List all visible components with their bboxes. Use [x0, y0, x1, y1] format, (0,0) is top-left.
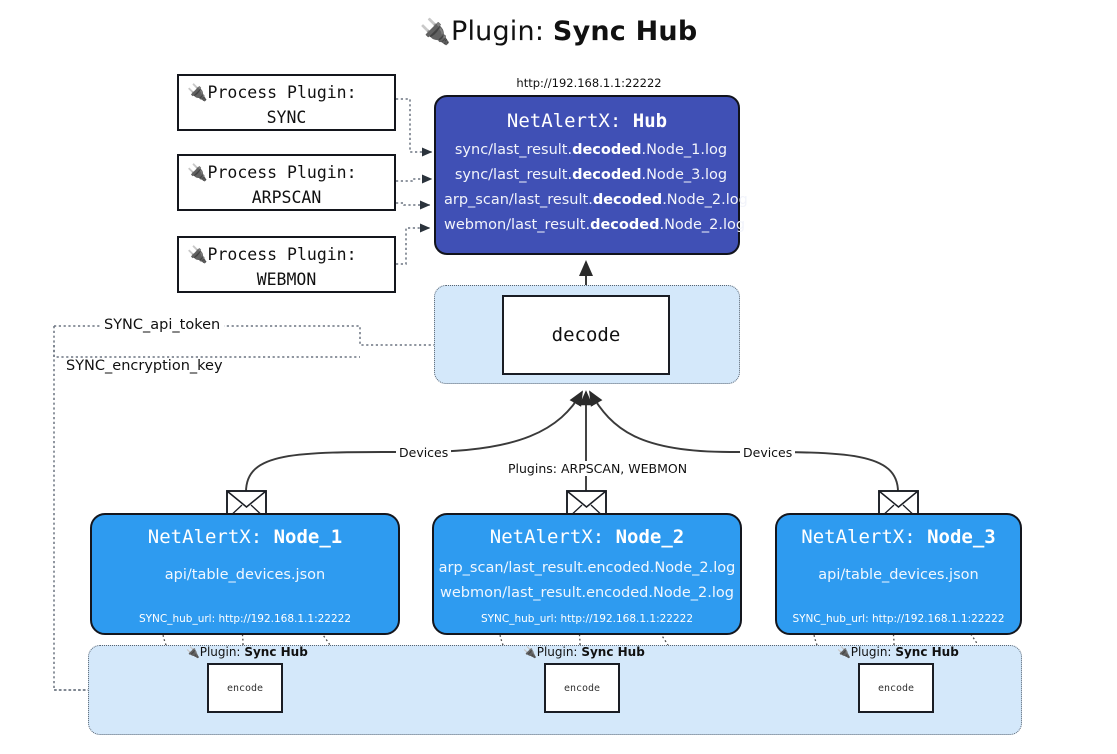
node-2-title-prefix: NetAlertX: [489, 526, 605, 548]
node-1-title: NetAlertX: Node_1 [92, 526, 398, 548]
node-2-file-2: webmon/last_result.encoded.Node_2.log [439, 585, 734, 601]
hub-file-1-post: .Node_1.log [641, 142, 728, 158]
plug-icon-enc-3: 🔌 [837, 646, 851, 659]
hub-file-2: sync/last_result.decoded.Node_3.log [444, 167, 738, 183]
node-3-title-name: Node_3 [927, 526, 996, 548]
hub-title: NetAlertX: Hub [436, 110, 738, 132]
process-plugin-arpscan[interactable]: 🔌Process Plugin: ARPSCAN [177, 154, 396, 211]
node-2-title-name: Node_2 [615, 526, 685, 548]
hub-box[interactable]: NetAlertX: Hub sync/last_result.decoded.… [434, 95, 748, 255]
encode-plugin-label-2: 🔌Plugin: Sync Hub [523, 645, 645, 659]
hub-file-3-mid: decoded [592, 192, 663, 208]
encode-plugin-3-prefix: Plugin: [850, 645, 892, 659]
encode-box-2[interactable]: encode [544, 663, 620, 713]
edge-label-center-plugins: Plugins: ARPSCAN, WEBMON [505, 461, 691, 476]
hub-file-4-pre: webmon/last_result. [444, 217, 591, 233]
process-plugin-webmon[interactable]: 🔌Process Plugin: WEBMON [177, 236, 396, 293]
edge-label-right-devices: Devices [740, 445, 796, 460]
hub-file-1: sync/last_result.decoded.Node_1.log [444, 142, 738, 158]
hub-file-3-post: .Node_2.log [662, 192, 748, 208]
node-box-1[interactable]: NetAlertX: Node_1 api/table_devices.json… [90, 513, 400, 635]
edge-label-left-devices: Devices [396, 445, 452, 460]
decode-box[interactable]: decode [502, 295, 670, 375]
process-plugin-webmon-line2: WEBMON [256, 270, 317, 289]
title-prefix: Plugin: [450, 16, 545, 47]
encode-box-3[interactable]: encode [858, 663, 934, 713]
node-3-title: NetAlertX: Node_3 [777, 526, 1020, 548]
node-1-file-1: api/table_devices.json [164, 567, 326, 583]
node-2-title: NetAlertX: Node_2 [434, 526, 740, 548]
hub-url: http://192.168.1.1:22222 [516, 76, 662, 90]
hub-file-2-mid: decoded [572, 167, 642, 183]
encode-plugin-1-name: Sync Hub [244, 645, 308, 659]
sync-encryption-key-label: SYNC_encryption_key [62, 358, 227, 374]
title-name: Sync Hub [552, 16, 698, 47]
node-3-title-prefix: NetAlertX: [801, 526, 916, 548]
hub-title-name: Hub [632, 110, 668, 132]
hub-file-2-pre: sync/last_result. [454, 167, 573, 183]
node-3-file-1: api/table_devices.json [818, 567, 979, 583]
plug-icon-enc-2: 🔌 [523, 646, 537, 659]
node-2-file-1: arp_scan/last_result.encoded.Node_2.log [438, 560, 736, 576]
hub-file-2-post: .Node_3.log [641, 167, 728, 183]
encode-plugin-3-name: Sync Hub [895, 645, 959, 659]
page-title: 🔌Plugin: Sync Hub [0, 16, 1117, 47]
node-1-hub-url: SYNC_hub_url: http://192.168.1.1:22222 [138, 613, 352, 625]
hub-file-3-pre: arp_scan/last_result. [444, 192, 593, 208]
hub-file-1-pre: sync/last_result. [454, 142, 573, 158]
node-2-hub-url: SYNC_hub_url: http://192.168.1.1:22222 [480, 613, 694, 625]
encode-plugin-2-prefix: Plugin: [536, 645, 578, 659]
encode-plugin-label-1: 🔌Plugin: Sync Hub [186, 645, 308, 659]
encode-box-1[interactable]: encode [207, 663, 283, 713]
encode-plugin-1-prefix: Plugin: [199, 645, 241, 659]
process-plugin-arpscan-line2: ARPSCAN [251, 188, 322, 207]
node-box-3[interactable]: NetAlertX: Node_3 api/table_devices.json… [775, 513, 1022, 635]
node-box-2[interactable]: NetAlertX: Node_2 arp_scan/last_result.e… [432, 513, 742, 635]
process-plugin-webmon-line1: 🔌Process Plugin: [187, 245, 357, 264]
sync-api-token-label: SYNC_api_token [100, 317, 225, 333]
node-1-title-name: Node_1 [273, 526, 343, 548]
process-plugin-arpscan-line1: 🔌Process Plugin: [187, 163, 357, 182]
hub-file-4: webmon/last_result.decoded.Node_2.log [444, 217, 745, 233]
process-plugin-sync-line2: SYNC [266, 108, 307, 127]
encode-plugin-2-name: Sync Hub [581, 645, 645, 659]
plug-icon-enc-1: 🔌 [186, 646, 200, 659]
plug-icon: 🔌 [419, 17, 451, 46]
process-plugin-sync-line1: 🔌Process Plugin: [187, 83, 357, 102]
node-1-title-prefix: NetAlertX: [147, 526, 263, 548]
hub-file-1-mid: decoded [572, 142, 642, 158]
encode-plugin-label-3: 🔌Plugin: Sync Hub [837, 645, 959, 659]
hub-file-3: arp_scan/last_result.decoded.Node_2.log [444, 192, 748, 208]
process-plugin-sync[interactable]: 🔌Process Plugin: SYNC [177, 74, 396, 131]
hub-title-prefix: NetAlertX: [506, 110, 622, 132]
hub-file-4-post: .Node_2.log [659, 217, 746, 233]
node-3-hub-url: SYNC_hub_url: http://192.168.1.1:22222 [792, 613, 1005, 625]
hub-file-4-mid: decoded [590, 217, 660, 233]
